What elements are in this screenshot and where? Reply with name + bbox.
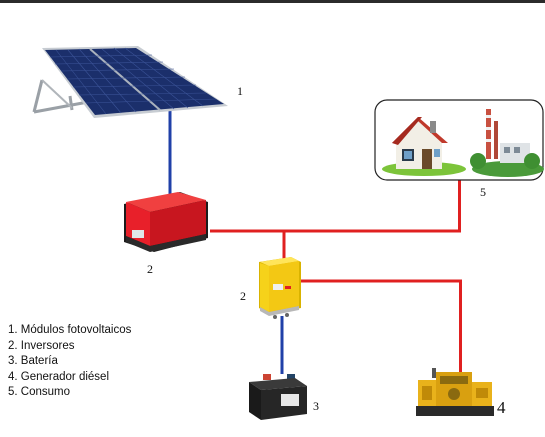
factory-icon <box>470 109 544 177</box>
legend-item-2: 2. Inversores <box>8 339 75 352</box>
solar-panel-icon <box>32 46 228 118</box>
top-rule <box>0 0 545 3</box>
legend-item-4: 4. Generador diésel <box>8 370 110 383</box>
legend-item-1: 1. Módulos fotovoltaicos <box>8 324 132 336</box>
label-consumption: 5 <box>480 185 486 199</box>
label-inverter-red: 2 <box>147 262 153 276</box>
label-generator: 4 <box>497 398 506 417</box>
legend-item-3: 3. Batería <box>8 355 58 367</box>
inverter-red-icon <box>124 192 208 252</box>
diesel-generator-icon <box>416 368 494 416</box>
label-inverter-yellow: 2 <box>240 289 246 303</box>
label-battery: 3 <box>313 399 319 413</box>
legend-item-5: 5. Consumo <box>8 386 71 398</box>
inverter-yellow-icon <box>259 257 301 319</box>
house-icon <box>382 117 466 176</box>
consumption-box <box>374 99 544 181</box>
legend: 1. Módulos fotovoltaicos 2. Inversores 3… <box>8 323 131 401</box>
label-solar-panel: 1 <box>237 84 243 98</box>
battery-icon <box>249 374 307 420</box>
